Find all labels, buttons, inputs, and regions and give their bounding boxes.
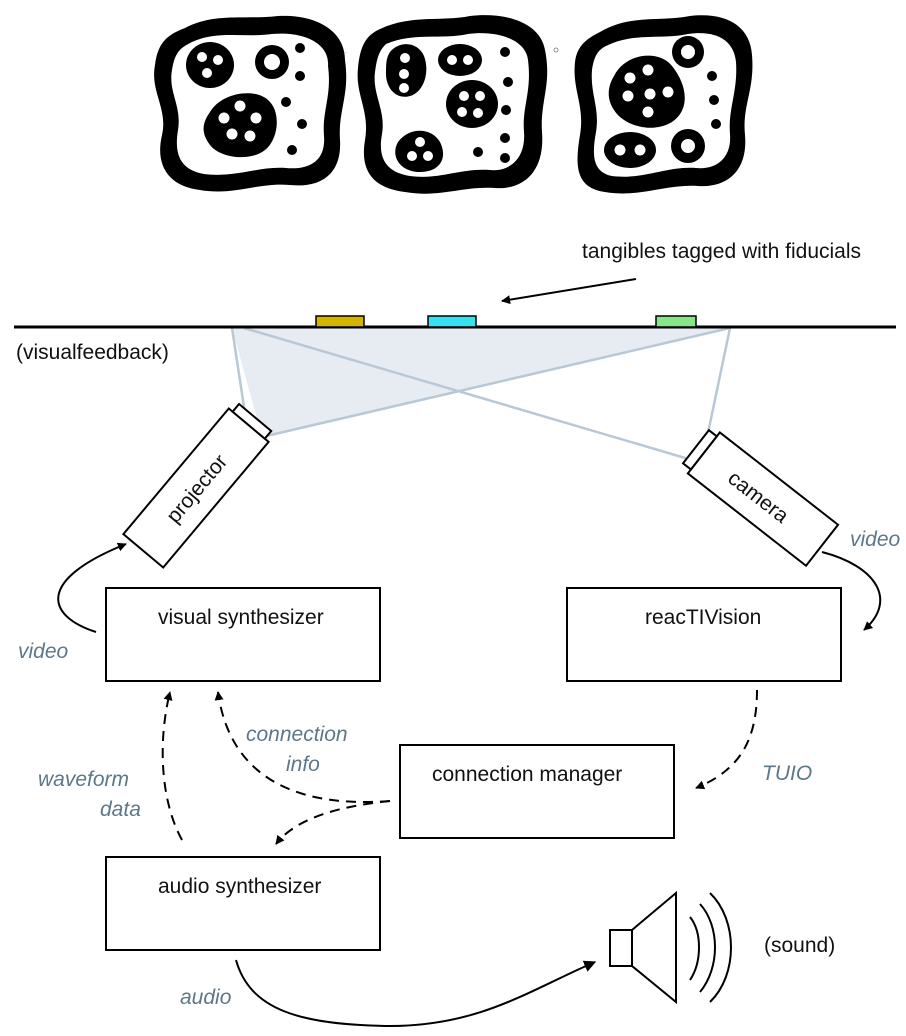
video-label-right: video: [850, 528, 901, 551]
camera-lens: [681, 428, 719, 471]
visual-synthesizer-label: visual synthesizer: [158, 606, 324, 629]
tiny-mark: ~: [345, 51, 348, 56]
speaker-icon: [609, 890, 732, 1005]
fiducial-marker-1: [154, 15, 347, 192]
tiny-circle-mark: [553, 47, 559, 53]
reactivision-label: reacTIVision: [645, 606, 761, 629]
projector-device: projector: [121, 402, 273, 569]
camera-view-right: [706, 327, 732, 434]
video-arrow-to-projector: [57, 542, 127, 633]
audio-output-arrow: [235, 959, 597, 1028]
camera-device: camera: [681, 428, 840, 568]
reactivision-box: [566, 587, 842, 682]
connection-info-label-1: connection: [246, 723, 348, 746]
connection-info-label-2: info: [286, 753, 320, 776]
waveform-data-arrow: [161, 691, 183, 841]
projector-beam-right: [261, 326, 731, 439]
projector-beam-left: [230, 327, 248, 421]
visual-synthesizer-box: [105, 587, 381, 682]
tangibles-label: tangibles tagged with fiducials: [582, 240, 861, 263]
fiducial-marker-2: [357, 15, 548, 194]
video-arrow-from-camera: [821, 551, 882, 631]
sound-label: (sound): [764, 934, 835, 957]
waveform-label-1: waveform: [38, 768, 129, 791]
projection-area: [232, 328, 730, 437]
projector-lens: [231, 402, 273, 441]
connection-info-arrow: [214, 691, 391, 803]
tangible-yellow: [315, 315, 365, 328]
waveform-label-2: data: [100, 798, 141, 821]
tangible-green: [655, 315, 697, 328]
audio-synthesizer-box: [105, 856, 381, 951]
connection-manager-box: [399, 744, 675, 839]
tangibles-pointer-arrow: [501, 278, 637, 305]
connection-to-audio-arrow: [275, 800, 391, 845]
video-label-left: video: [18, 640, 69, 663]
tangible-cyan: [427, 315, 477, 328]
tuio-label: TUIO: [762, 762, 812, 785]
connection-manager-label: connection manager: [432, 763, 622, 786]
camera-view-left: [243, 326, 693, 462]
audio-synthesizer-label: audio synthesizer: [158, 875, 321, 898]
audio-label: audio: [180, 986, 232, 1009]
tuio-flow-arrow: [695, 689, 758, 790]
fiducial-marker-3: [574, 15, 753, 194]
visual-feedback-label: (visualfeedback): [16, 341, 169, 364]
